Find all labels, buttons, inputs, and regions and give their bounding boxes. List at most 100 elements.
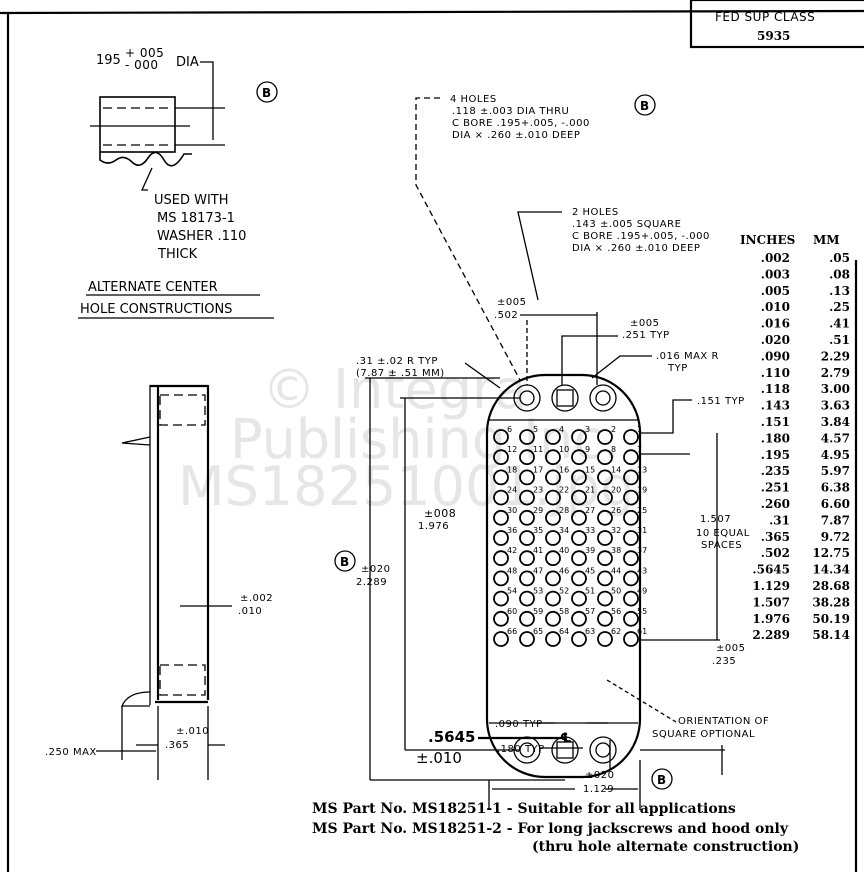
mounting-hole: [589, 384, 617, 412]
table-header-inches: INCHES: [740, 233, 795, 247]
table-cell-inches: .5645: [752, 563, 790, 577]
dim-tolerance: ±005: [497, 297, 526, 308]
contact-hole: 63: [571, 627, 595, 647]
contact-hole-circle: [493, 570, 509, 587]
callout-b-label: B: [340, 555, 350, 569]
contact-hole-circle: [623, 550, 639, 567]
table-cell-inches: .016: [761, 317, 790, 331]
table-cell-inches: 1.507: [752, 595, 790, 609]
contact-number: 32: [611, 526, 621, 535]
dim-value: 2.289: [356, 577, 387, 588]
contact-hole-circle: [597, 631, 613, 647]
contact-hole: 48: [493, 566, 517, 587]
contact-number: 14: [611, 465, 621, 474]
contact-hole: 58: [545, 607, 569, 627]
table-cell-inches: .180: [761, 431, 790, 445]
note-line: .118 ±.003 DIA THRU: [452, 106, 569, 117]
contact-hole: 21: [571, 486, 595, 506]
contact-hole-circle: [545, 449, 561, 466]
contact-hole-circle: [519, 449, 535, 466]
note-line: 4 HOLES: [450, 94, 497, 105]
table-cell-inches: .143: [761, 399, 790, 413]
table-header-mm: MM: [813, 233, 840, 247]
note-line: USED WITH: [154, 193, 229, 208]
contact-number: 49: [637, 587, 647, 596]
contact-hole-circle: [571, 590, 587, 607]
width-tolerance: ±.010: [176, 726, 209, 737]
note-line: C BORE .195+.005, -.000: [452, 118, 590, 129]
contact-number: 31: [637, 526, 647, 535]
contact-hole-circle: [493, 631, 509, 647]
contact-hole: 64: [545, 627, 569, 647]
contact-hole-circle: [519, 469, 535, 486]
table-cell-inches: .251: [761, 481, 790, 495]
dim-value: .251 TYP: [622, 330, 670, 341]
contact-number: 59: [533, 607, 543, 616]
contact-hole-circle: [519, 489, 535, 506]
dim-tolerance: ±008: [424, 507, 456, 520]
contact-hole-circle: [545, 590, 561, 607]
contact-number: 61: [637, 627, 647, 636]
table-cell-mm: 50.19: [812, 612, 850, 626]
table-cell-mm: 3.84: [821, 415, 850, 429]
contact-hole: 36: [493, 526, 517, 546]
contact-number: 40: [559, 546, 569, 555]
contact-number: 8: [611, 445, 616, 454]
contact-number: 12: [507, 445, 517, 454]
contact-number: 29: [533, 506, 543, 515]
contact-hole: 60: [493, 607, 517, 627]
watermark-line: MS18251001.jpg: [178, 455, 634, 518]
contact-number: 10: [559, 445, 569, 454]
max-radius-note: TYP: [667, 363, 688, 374]
contact-number: 7: [637, 445, 642, 454]
part-note: (thru hole alternate construction): [532, 839, 799, 855]
contact-number: 51: [585, 587, 595, 596]
contact-number: 37: [637, 546, 647, 555]
contact-hole: 18: [493, 465, 517, 486]
contact-hole: 22: [545, 486, 569, 506]
contact-hole-circle: [597, 610, 613, 627]
dim-value: .5645: [428, 728, 475, 746]
contact-hole: 40: [545, 546, 569, 567]
contact-number: 57: [585, 607, 595, 616]
contact-number: 60: [507, 607, 517, 616]
contact-hole-circle: [519, 530, 535, 546]
contact-hole-circle: [519, 550, 535, 567]
contact-hole: 5: [519, 425, 538, 445]
contact-hole-circle: [571, 509, 587, 526]
four-holes-note: 4 HOLES .118 ±.003 DIA THRU C BORE .195+…: [415, 94, 656, 381]
contact-number: 18: [507, 465, 517, 474]
contact-hole-circle: [545, 530, 561, 546]
contact-hole: 49: [623, 587, 647, 607]
contact-hole-circle: [623, 429, 639, 445]
dia-value: 195: [96, 53, 121, 68]
contact-hole-circle: [545, 610, 561, 627]
mounting-hole: [589, 736, 617, 764]
contact-hole: 50: [597, 587, 621, 607]
side-view: ±.002 .010 .250 MAX ±.010 .365: [45, 384, 273, 780]
title-block-label: FED SUP CLASS: [715, 10, 815, 24]
contact-hole-circle: [623, 610, 639, 627]
max-dim: .250 MAX: [45, 747, 97, 758]
contact-number: 4: [559, 425, 564, 434]
contact-hole: 10: [545, 445, 569, 466]
contact-hole-circle: [597, 509, 613, 526]
note-line: C BORE .195+.005, -.000: [572, 231, 710, 242]
contact-hole: 13: [623, 465, 647, 486]
alternate-center-hole-detail: 195 + 005 - 000 DIA B USED WITH MS 18173…: [78, 46, 278, 319]
table-cell-inches: 1.976: [752, 612, 790, 626]
contact-hole-circle: [545, 489, 561, 506]
callout-b-icon: [651, 768, 673, 790]
contact-number: 20: [611, 486, 621, 495]
contact-hole-circle: [571, 449, 587, 466]
contact-number: 36: [507, 526, 517, 535]
radius-note: (7.87 ± .51 MM): [356, 368, 445, 379]
contact-hole: 57: [571, 607, 595, 627]
contact-number: 66: [507, 627, 517, 636]
contact-number: 63: [585, 627, 595, 636]
table-cell-mm: .08: [829, 267, 850, 281]
table-cell-mm: .25: [829, 300, 850, 314]
contact-hole: 20: [597, 486, 621, 506]
contact-number: 22: [559, 486, 569, 495]
tol-plus: + 005: [125, 46, 164, 60]
